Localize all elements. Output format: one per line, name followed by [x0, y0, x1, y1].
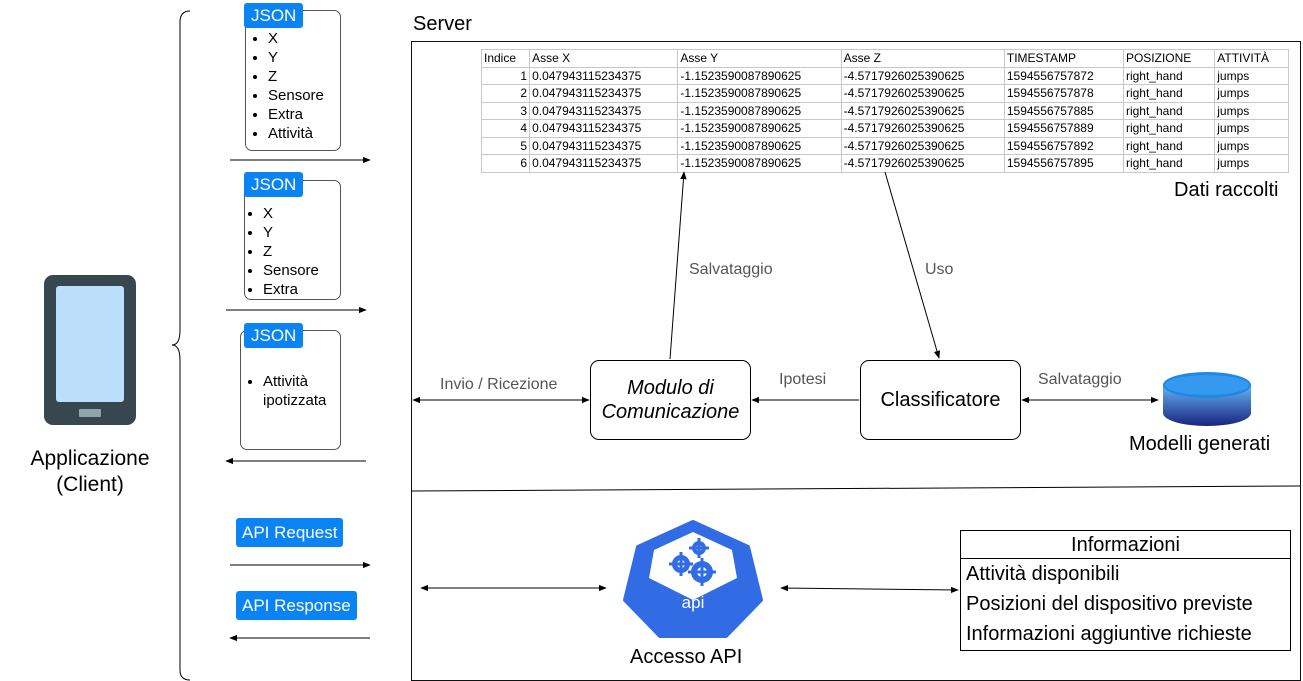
table-cell: 1594556757889	[1003, 119, 1124, 138]
table-cell: -4.5717926025390625	[840, 84, 1005, 103]
json-field: Y	[263, 223, 319, 242]
info-panel: Informazioni Attività disponibili Posizi…	[960, 530, 1291, 651]
table-cell: jumps	[1214, 136, 1289, 155]
classifier-node: Classificatore	[860, 360, 1021, 440]
json-tag: JSON	[244, 323, 304, 348]
edge-label-saving: Salvataggio	[689, 261, 773, 278]
edge-label-hypothesis: Ipotesi	[779, 371, 827, 388]
json-field: Sensore	[268, 86, 324, 105]
table-cell: -1.1523590087890625	[677, 136, 842, 155]
collected-data-table: Indice Asse X Asse Y Asse Z TIMESTAMP PO…	[480, 49, 1289, 173]
api-response-tag: API Response	[236, 591, 357, 620]
api-icon-text: api	[682, 593, 705, 612]
column-header: ATTIVITÀ	[1214, 49, 1289, 68]
json-field: Attività	[268, 124, 324, 143]
use-arrow	[884, 171, 941, 359]
table-cell: jumps	[1214, 66, 1289, 85]
server-divider	[410, 485, 1302, 492]
json-field: Z	[263, 242, 319, 261]
table-cell: 1594556757878	[1003, 84, 1124, 103]
models-label: Modelli generati	[1129, 433, 1271, 455]
database-icon	[1163, 372, 1251, 426]
table-cell: -4.5717926025390625	[840, 136, 1005, 155]
json-field: Extra	[263, 280, 319, 299]
json-message-box	[244, 180, 341, 300]
communication-module-node: Modulo di Comunicazione	[590, 360, 751, 440]
table-cell: -4.5717926025390625	[840, 66, 1005, 85]
client-label: Applicazione (Client)	[30, 447, 150, 496]
table-cell: 0.047943115234375	[529, 66, 679, 85]
json-field-list: Attività ipotizzata	[243, 372, 339, 410]
table-cell: jumps	[1214, 119, 1289, 138]
table-cell: jumps	[1214, 154, 1289, 173]
table-cell: right_hand	[1122, 119, 1216, 138]
json-field: Attività ipotizzata	[263, 372, 339, 410]
table-cell: right_hand	[1122, 154, 1216, 173]
json-message-box	[245, 10, 341, 151]
collected-data-label: Dati raccolti	[1174, 179, 1279, 201]
smartphone-home-button	[79, 409, 101, 417]
info-title: Informazioni	[961, 531, 1290, 559]
communication-module-label: Modulo di Comunicazione	[601, 377, 740, 423]
api-request-tag: API Request	[236, 518, 344, 547]
table-cell: 0.047943115234375	[529, 136, 679, 155]
json-field-list: X Y Z Sensore Extra Attività	[248, 29, 324, 143]
edge-label-use: Uso	[925, 261, 954, 278]
client-brace	[171, 10, 191, 681]
api-access-label: Accesso API	[630, 646, 743, 668]
json-message-box	[240, 330, 341, 450]
table-cell: -1.1523590087890625	[677, 84, 842, 103]
json-field: Extra	[268, 105, 324, 124]
json-field: X	[263, 204, 319, 223]
table-cell: right_hand	[1122, 101, 1216, 120]
table-cell: 0.047943115234375	[529, 101, 679, 120]
kubernetes-api-icon: api	[623, 520, 763, 638]
server-title: Server	[413, 13, 472, 35]
api-right-arrow	[780, 584, 959, 594]
edge-label-saving-models: Salvataggio	[1038, 371, 1122, 388]
info-item: Informazioni aggiuntive richieste	[966, 623, 1252, 645]
classifier-label: Classificatore	[880, 389, 1001, 411]
table-cell: -4.5717926025390625	[840, 101, 1005, 120]
json-field-list: X Y Z Sensore Extra	[243, 204, 319, 299]
table-cell: 0.047943115234375	[529, 154, 679, 173]
table-cell: -4.5717926025390625	[840, 154, 1005, 173]
table-cell: -4.5717926025390625	[840, 119, 1005, 138]
saving-arrow	[669, 171, 687, 360]
json-field: Y	[268, 48, 324, 67]
table-cell: -1.1523590087890625	[677, 154, 842, 173]
column-header: POSIZIONE	[1122, 49, 1216, 68]
table-cell: 1594556757895	[1003, 154, 1124, 173]
table-cell: 0.047943115234375	[529, 84, 679, 103]
column-header: Indice	[480, 49, 531, 68]
table-header-row: Indice Asse X Asse Y Asse Z TIMESTAMP PO…	[480, 49, 1289, 68]
table-cell: 1594556757872	[1003, 66, 1124, 85]
json-field: Sensore	[263, 261, 319, 280]
json-field: X	[268, 29, 324, 48]
table-cell: 0.047943115234375	[529, 119, 679, 138]
edge-label-send-receive: Invio / Ricezione	[440, 376, 558, 393]
json-tag: JSON	[244, 172, 304, 197]
info-item: Posizioni del dispositivo previste	[966, 593, 1253, 615]
json-field: Z	[268, 67, 324, 86]
json-tag: JSON	[244, 3, 304, 28]
info-item: Attività disponibili	[966, 563, 1120, 585]
smartphone-screen	[56, 286, 124, 402]
